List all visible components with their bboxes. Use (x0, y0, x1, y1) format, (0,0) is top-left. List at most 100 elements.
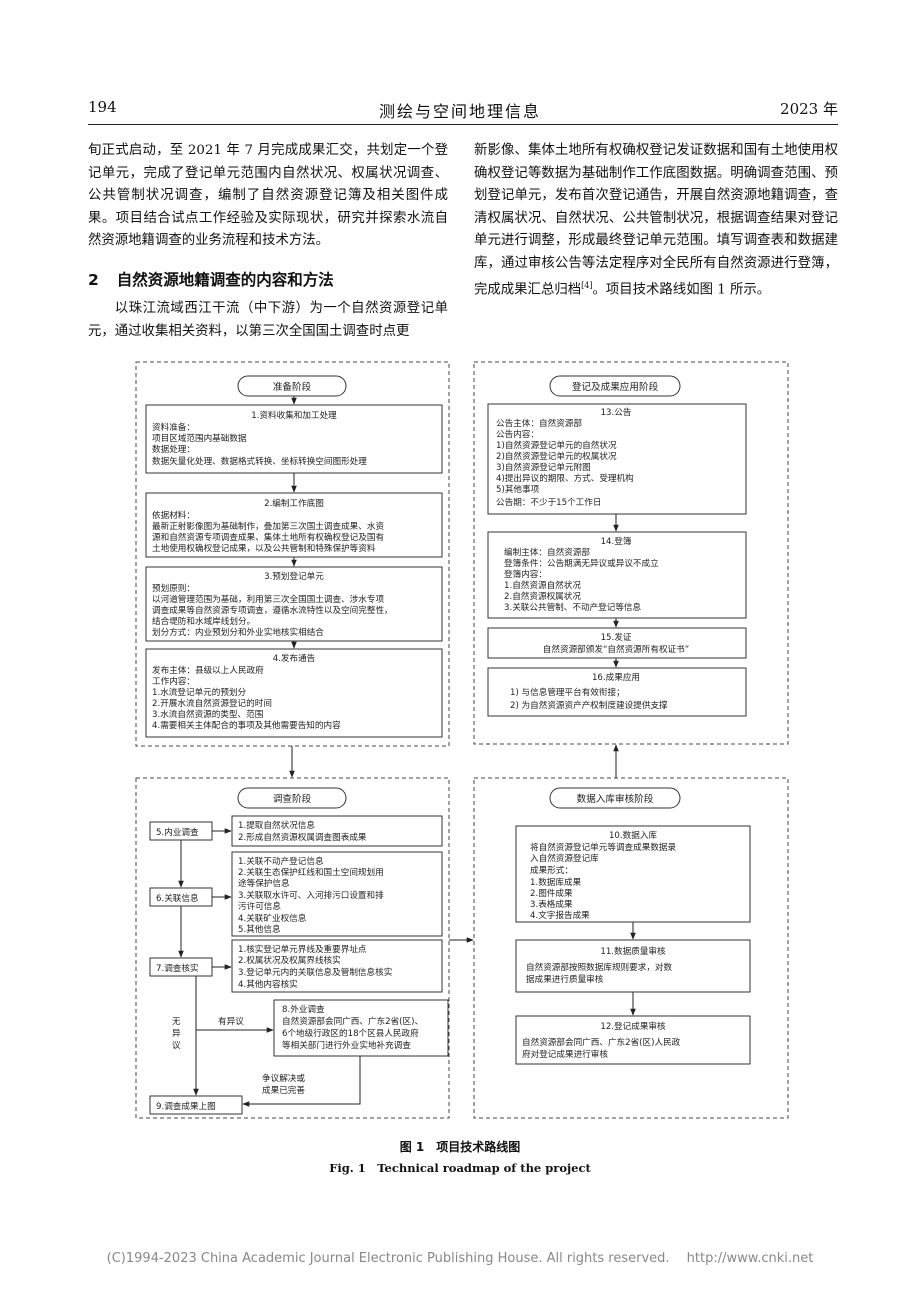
box-7-detail-line: 1.核实登记单元界线及重要界址点 (238, 943, 367, 955)
prep-title: 准备阶段 (273, 381, 312, 393)
box-4-line: 2.开展水流自然资源登记的时间 (152, 697, 272, 709)
page-number: 194 (88, 98, 117, 116)
objection-label: 有异议 (218, 1015, 244, 1027)
box-13-line: 4)提出异议的期限、方式、受理机构 (496, 472, 634, 484)
box-15-line: 自然资源部颁发“自然资源所有权证书” (543, 643, 689, 655)
box-6-label: 6.关联信息 (156, 892, 199, 904)
reg-stage-frame (473, 361, 789, 745)
box-13-line: 1)自然资源登记单元的自然状况 (496, 439, 617, 451)
box-4-line: 工作内容： (152, 675, 195, 687)
box-6-detail (231, 851, 443, 937)
box-6-detail-line: 污许可信息 (238, 900, 281, 912)
box-1-line: 数据矢量化处理、数据格式转换、坐标转换空间图形处理 (152, 455, 367, 467)
box-9-label: 9.调查成果上图 (156, 1100, 216, 1112)
box-6-detail-line: 2.关联生态保护红线和国土空间规划用 (238, 866, 384, 878)
left-paragraph-1: 旬正式启动，至 2021 年 7 月完成成果汇交，共划定一个登记单元，完成了登记… (88, 143, 448, 248)
box-16-title: 16.成果应用 (592, 671, 640, 683)
box-3-line: 预划原则： (152, 582, 195, 594)
box-7-detail-line: 4.其他内容核实 (238, 978, 298, 990)
no-objection-label: 异 (172, 1028, 181, 1039)
box-2-line: 源和自然资源专项调查成果、集体土地所有权确权登记及国有 (152, 531, 384, 543)
box-6-detail-line: 3.关联取水许可、入河排污口设置和排 (238, 889, 384, 901)
box-2-line: 最新正射影像图为基础制作，叠加第三次国土调查成果、水资 (152, 520, 384, 532)
box-12-title: 12.登记成果审核 (600, 1020, 666, 1032)
box-1-line: 数据处理： (152, 443, 195, 455)
db-title: 数据入库审核阶段 (577, 793, 654, 805)
box-14-line: 登簿内容： (504, 568, 547, 580)
box-7-detail (231, 939, 443, 993)
box-11-line: 据成果进行质量审核 (526, 973, 604, 985)
arrow-resolved (242, 1056, 361, 1107)
box-3-title: 3.预划登记单元 (264, 570, 324, 582)
box-15 (487, 627, 747, 659)
box-10-line: 1.数据库成果 (530, 876, 582, 888)
box-15-title: 15.发证 (601, 631, 632, 643)
box-7-label: 7.调查核实 (156, 962, 199, 974)
no-objection-label: 议 (172, 1040, 181, 1051)
box-6-detail-line: 5.其他信息 (238, 923, 281, 935)
box-8-title: 8.外业调查 (282, 1003, 325, 1015)
journal-name: 测绘与空间地理信息 (378, 102, 541, 121)
box-3-line: 调查成果等自然资源专项调查，遵循水流特性以及空间完整性， (152, 604, 393, 616)
box-11-title: 11.数据质量审核 (600, 945, 666, 957)
box-4-title: 4.发布通告 (273, 652, 316, 664)
right-paragraph-text: 新影像、集体土地所有权确权登记发证数据和国有土地使用权确权登记等数据为基础制作工… (474, 143, 838, 298)
box-14-line: 1.自然资源自然状况 (504, 579, 581, 591)
box-13-line: 5)其他事项 (496, 483, 540, 495)
box-5-label: 5.内业调查 (156, 826, 199, 838)
section-heading: 2 自然资源地籍调查的内容和方法 (88, 268, 334, 290)
box-14-line: 3.关联公共管制、不动产登记等信息 (504, 601, 642, 613)
box-8-line: 自然资源部会同广西、广东2省(区)、 (282, 1015, 423, 1027)
box-4-line: 发布主体：县级以上人民政府 (152, 664, 264, 676)
box-2-line: 依据材料： (152, 509, 195, 521)
survey-title-pill (237, 787, 347, 809)
box-10-title: 10.数据入库 (609, 829, 657, 841)
db-stage-frame (473, 777, 789, 1119)
box-14-line: 编制主体：自然资源部 (504, 546, 590, 558)
box-6-detail-line: 途等保护信息 (238, 877, 290, 889)
box-4-line: 1.水流登记单元的预划分 (152, 686, 247, 698)
box-16-line: 2) 为自然资源资产产权制度建设提供支撑 (510, 699, 668, 711)
reg-title: 登记及成果应用阶段 (572, 381, 659, 393)
section-number: 2 (88, 271, 99, 289)
box-8-line: 6个地级行政区的18个区县人民政府 (282, 1027, 419, 1039)
box-14 (487, 531, 747, 619)
box-4 (145, 648, 443, 738)
box-10-line: 成果形式： (530, 864, 573, 876)
box-3-line: 结合堤防和水域岸线划分。 (152, 615, 255, 627)
survey-title: 调查阶段 (273, 793, 312, 805)
page-year: 2023 年 (780, 100, 838, 118)
box-3-line: 以河道管理范围为基础，利用第三次全国国土调查、涉水专项 (152, 593, 384, 605)
box-12-line: 府对登记成果进行审核 (522, 1048, 608, 1060)
box-5-detail-line: 2.形成自然资源权属调查图表成果 (238, 831, 367, 843)
box-16-line: 1) 与信息管理平台有效衔接； (510, 686, 625, 698)
header-rule (88, 124, 838, 125)
box-1 (145, 404, 443, 474)
box-1-title: 1.资料收集和加工处理 (251, 409, 337, 421)
box-10 (515, 825, 751, 923)
box-10-line: 入自然资源登记库 (530, 852, 599, 864)
right-paragraph: 新影像、集体土地所有权确权登记发证数据和国有土地使用权确权登记等数据为基础制作工… (474, 140, 838, 302)
box-10-line: 2.图件成果 (530, 887, 573, 899)
box-2 (145, 492, 443, 558)
box-7-detail-line: 2.权属状况及权属界线核实 (238, 954, 341, 966)
no-objection-label: 无 (172, 1016, 181, 1027)
box-1-line: 资料准备： (152, 421, 195, 433)
box-13-line: 公告内容： (496, 428, 539, 440)
box-13-line: 3)自然资源登记单元附图 (496, 461, 591, 473)
box-4-line: 4.需要相关主体配合的事项及其他需要告知的内容 (152, 719, 341, 731)
db-title-pill (549, 787, 681, 809)
box-6-detail-line: 4.关联矿业权信息 (238, 912, 307, 924)
copyright-footer: (C)1994-2023 China Academic Journal Elec… (106, 1251, 814, 1266)
box-9 (149, 1095, 243, 1115)
figure-caption-cn: 图 1 项目技术路线图 (399, 1140, 521, 1154)
section-title: 自然资源地籍调查的内容和方法 (116, 271, 334, 289)
box-13 (487, 403, 747, 515)
resolved-label: 争议解决或 (262, 1072, 305, 1084)
box-5-detail (231, 815, 443, 847)
box-13-line: 公告主体：自然资源部 (496, 417, 582, 429)
box-6-detail-line: 1.关联不动产登记信息 (238, 855, 324, 867)
box-7-detail-line: 3.登记单元内的关联信息及管制信息核实 (238, 966, 393, 978)
prep-title-pill (237, 375, 347, 397)
